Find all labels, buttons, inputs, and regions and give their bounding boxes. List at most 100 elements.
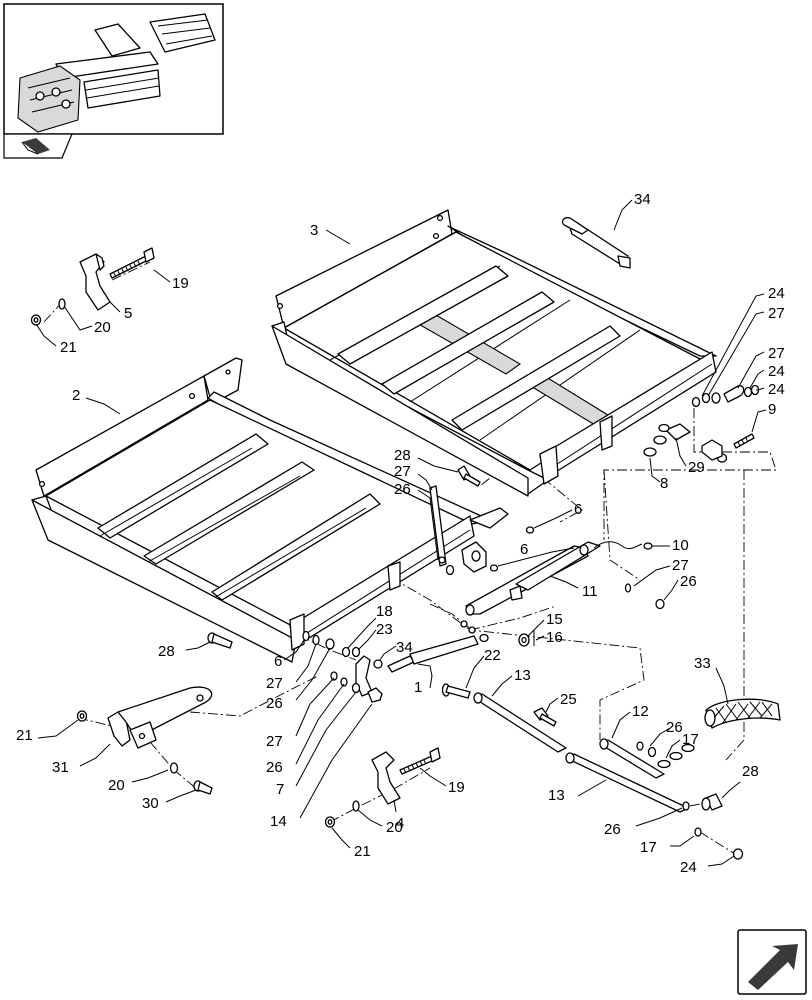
- callout-10: 10: [672, 537, 689, 554]
- callout-33: 33: [694, 655, 711, 672]
- part-6-pivot-block[interactable]: [461, 541, 487, 573]
- part-26-nut-mid[interactable]: [655, 598, 665, 610]
- part-20-washer-left[interactable]: [169, 762, 179, 774]
- part-1-gas-strut[interactable]: [387, 620, 489, 673]
- part-11-linkage-bar[interactable]: [465, 541, 601, 616]
- callout-4: 4: [396, 815, 404, 832]
- part-28-bolt-center[interactable]: [457, 465, 481, 487]
- callout-20: 20: [108, 777, 125, 794]
- callout-26: 26: [680, 573, 697, 590]
- part-13-rod-upper[interactable]: [473, 692, 567, 753]
- thumbnail-pans: [17, 13, 216, 133]
- callout-7: 7: [276, 781, 284, 798]
- part-17-chain[interactable]: [657, 743, 695, 769]
- callout-20: 20: [94, 319, 111, 336]
- leader-lines: [35, 199, 767, 867]
- part-26-washer-lower[interactable]: [682, 801, 690, 811]
- callout-30: 30: [142, 795, 159, 812]
- callout-9: 9: [768, 401, 776, 418]
- callout-1: 1: [414, 679, 422, 696]
- back-arrow-icon[interactable]: [3, 133, 73, 159]
- part-28-bolt-left[interactable]: [207, 632, 233, 649]
- part-3-feed-pan[interactable]: [271, 209, 717, 497]
- callout-34: 34: [634, 191, 651, 208]
- part-28-knob[interactable]: [701, 793, 723, 811]
- part-27-bushing-right[interactable]: [723, 385, 745, 403]
- callout-24: 24: [680, 859, 697, 876]
- callout-26: 26: [394, 481, 411, 498]
- callout-27: 27: [394, 463, 411, 480]
- part-21-nut-upper[interactable]: [30, 314, 42, 326]
- part-19-bolt-upper[interactable]: [109, 247, 155, 279]
- part-29-bushing[interactable]: [665, 423, 691, 441]
- callout-26: 26: [666, 719, 683, 736]
- callout-26: 26: [604, 821, 621, 838]
- callout-17: 17: [682, 731, 699, 748]
- callout-21: 21: [60, 339, 77, 356]
- callout-28: 28: [158, 643, 175, 660]
- callout-14: 14: [270, 813, 287, 830]
- callout-29: 29: [688, 459, 705, 476]
- part-9-bolt[interactable]: [701, 433, 755, 461]
- callout-16: 16: [546, 629, 563, 646]
- part-20-washer-lower[interactable]: [352, 800, 360, 812]
- part-20-washer-upper[interactable]: [58, 298, 66, 310]
- callout-20: 20: [386, 819, 403, 836]
- callout-21: 21: [16, 727, 33, 744]
- part-21-nut-lower[interactable]: [324, 816, 336, 828]
- callout-22: 22: [484, 647, 501, 664]
- callout-23: 23: [376, 621, 393, 638]
- part-6-washers-center[interactable]: [489, 526, 535, 572]
- callout-6: 6: [520, 541, 528, 558]
- callout-24: 24: [768, 381, 785, 398]
- part-5-latch-bracket[interactable]: [79, 253, 111, 311]
- part-30-bolt[interactable]: [193, 780, 213, 795]
- callout-6: 6: [574, 501, 582, 518]
- next-page-arrow-icon[interactable]: [737, 929, 807, 995]
- callout-27: 27: [768, 305, 785, 322]
- part-8-chain[interactable]: [643, 423, 670, 457]
- callout-8: 8: [660, 475, 668, 492]
- part-19-bolt-lower[interactable]: [399, 747, 441, 775]
- callout-3: 3: [310, 222, 318, 239]
- part-27-washer-right[interactable]: [691, 392, 711, 408]
- callout-26: 26: [266, 759, 283, 776]
- callout-27: 27: [266, 675, 283, 692]
- part-27-washer-center[interactable]: [445, 564, 455, 576]
- assembly-thumbnail[interactable]: [3, 3, 224, 135]
- callout-25: 25: [560, 691, 577, 708]
- part-33-grip[interactable]: [704, 698, 781, 729]
- callout-27: 27: [768, 345, 785, 362]
- callout-12: 12: [632, 703, 649, 720]
- callout-27: 27: [266, 733, 283, 750]
- callout-26: 26: [266, 695, 283, 712]
- callout-31: 31: [52, 759, 69, 776]
- part-26-arm-center[interactable]: [429, 485, 447, 567]
- part-27-washer-mid[interactable]: [624, 583, 632, 593]
- callout-19: 19: [448, 779, 465, 796]
- part-26-17-washers-right[interactable]: [636, 741, 657, 758]
- part-12-rod[interactable]: [599, 738, 665, 779]
- callout-17: 17: [640, 839, 657, 856]
- part-18-23-washers[interactable]: [341, 646, 383, 669]
- part-25-bolt[interactable]: [533, 707, 557, 727]
- part-31-support-bracket[interactable]: [107, 686, 213, 749]
- part-15-16-pin[interactable]: [518, 630, 535, 647]
- part-34-hook-pin[interactable]: [561, 217, 631, 269]
- callout-21: 21: [354, 843, 371, 860]
- callout-13: 13: [514, 667, 531, 684]
- part-4-latch-bracket[interactable]: [371, 751, 401, 805]
- part-27-26-7-small-parts[interactable]: [330, 671, 383, 703]
- part-22-bolt[interactable]: [441, 683, 471, 699]
- part-21-nut-left[interactable]: [76, 710, 88, 722]
- callout-28: 28: [742, 763, 759, 780]
- callout-2: 2: [72, 387, 80, 404]
- part-10-cable[interactable]: [593, 541, 653, 550]
- callout-28: 28: [394, 447, 411, 464]
- callout-13: 13: [548, 787, 565, 804]
- part-17-24-lower[interactable]: [694, 827, 744, 860]
- part-6-27-26-washers-left[interactable]: [302, 630, 335, 650]
- callout-18: 18: [376, 603, 393, 620]
- part-2-feed-pan[interactable]: [31, 357, 509, 663]
